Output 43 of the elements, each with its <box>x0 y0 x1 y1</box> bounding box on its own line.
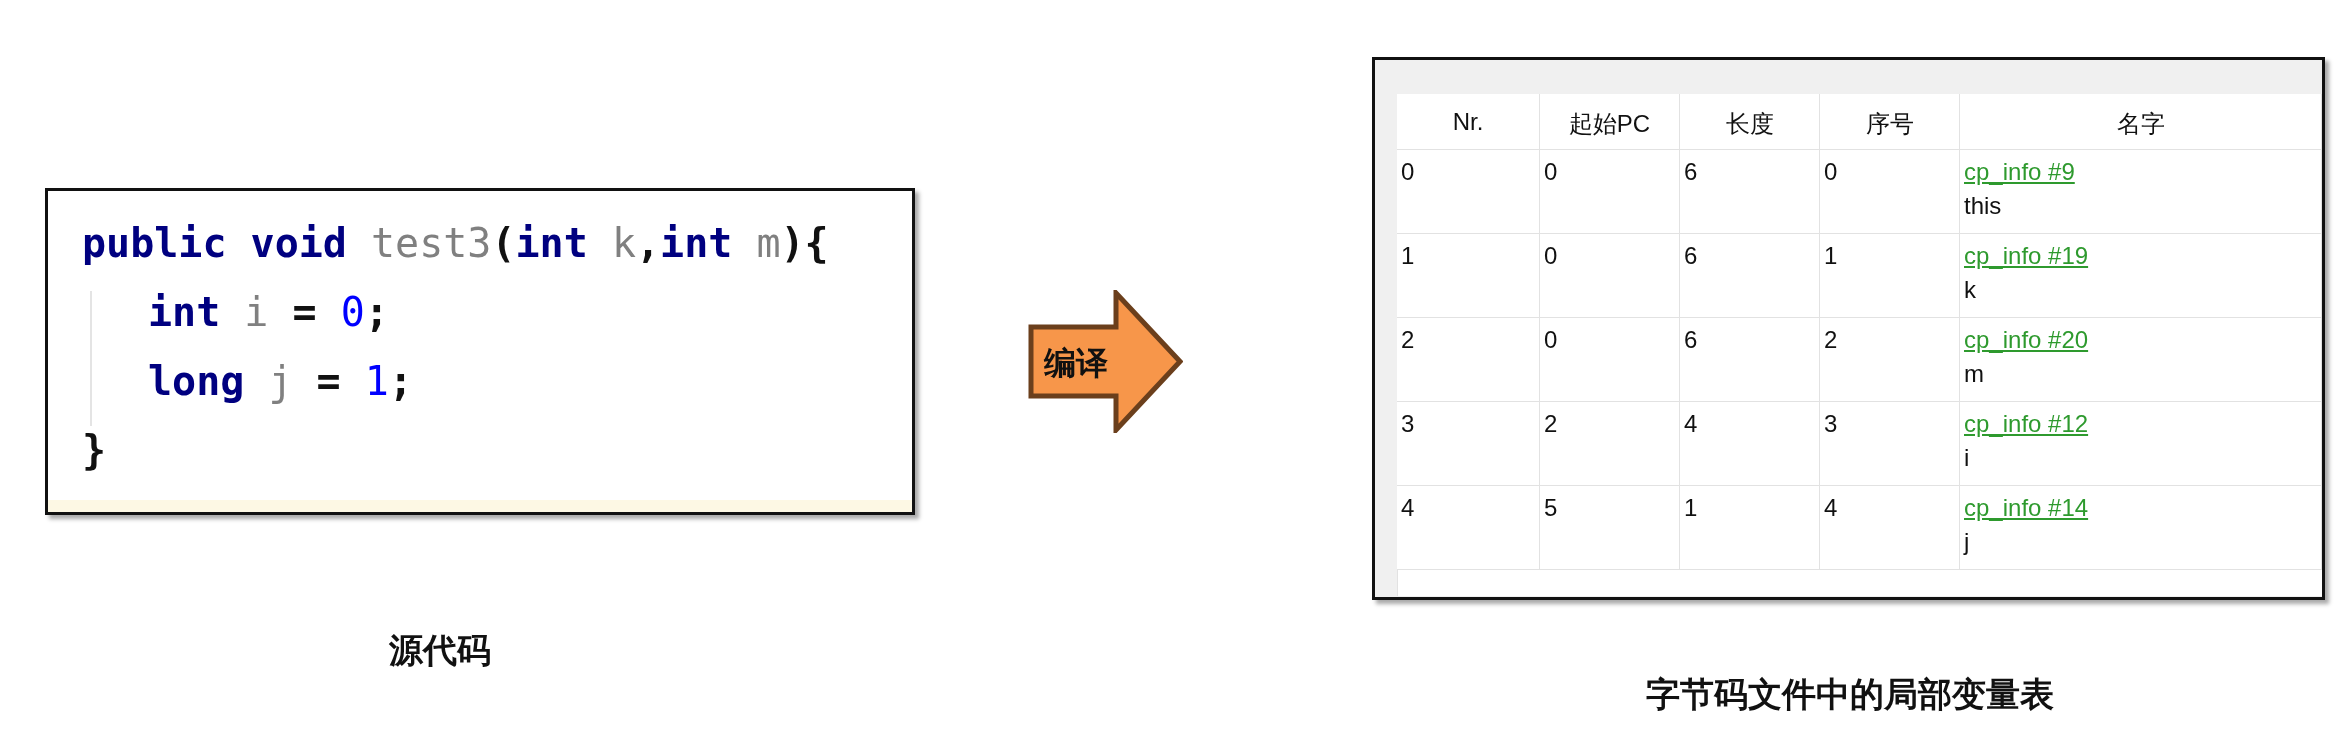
table-cell: 6 <box>1680 234 1820 318</box>
table-cell: 2 <box>1820 318 1960 402</box>
table-cell: 1 <box>1680 486 1820 570</box>
block-arrow: 编译 <box>1028 290 1183 433</box>
table-cell: 2 <box>1540 402 1680 486</box>
table-window <box>1372 57 2325 600</box>
link: cp_info #20 <box>1964 326 2089 354</box>
link: cp_info #9 <box>1964 158 2075 186</box>
code-box <box>45 188 915 515</box>
table-cell: 3 <box>1397 402 1540 486</box>
cell-text: m <box>1964 360 1984 388</box>
cell-text: this <box>1964 192 2002 220</box>
cell-text: k <box>1964 276 1976 304</box>
table-cell: 2 <box>1397 318 1540 402</box>
table-cell: 4 <box>1397 486 1540 570</box>
header-cell: 名字 <box>1960 94 2322 150</box>
table-cell: 0 <box>1540 234 1680 318</box>
table-cell: 3 <box>1820 402 1960 486</box>
header-cell: 序号 <box>1820 94 1960 150</box>
table-cell: 0 <box>1540 318 1680 402</box>
link: cp_info #14 <box>1964 494 2089 522</box>
table-cell: 0 <box>1820 150 1960 234</box>
table-cell: 0 <box>1397 150 1540 234</box>
header-cell: Nr. <box>1397 94 1540 150</box>
table-cell: 1 <box>1397 234 1540 318</box>
code-line: public void test3(int k,int m){ <box>82 223 829 263</box>
table-cell: 4 <box>1680 402 1820 486</box>
table-cell: 6 <box>1680 150 1820 234</box>
table-cell: 0 <box>1540 150 1680 234</box>
link: cp_info #19 <box>1964 242 2089 270</box>
link: cp_info #12 <box>1964 410 2089 438</box>
code-line: } <box>82 430 107 470</box>
header-cell: 长度 <box>1680 94 1820 150</box>
node-label: 源代码 <box>388 630 492 671</box>
table-cell: 6 <box>1680 318 1820 402</box>
header-cell: 起始PC <box>1540 94 1680 150</box>
code-line: int i = 0; <box>148 292 389 332</box>
cell-text: j <box>1964 528 1970 556</box>
cell-text: i <box>1964 444 1970 472</box>
table-cell: 5 <box>1540 486 1680 570</box>
table-cell: 1 <box>1820 234 1960 318</box>
node-label: 字节码文件中的局部变量表 <box>1645 674 2055 715</box>
table-cell: 4 <box>1820 486 1960 570</box>
